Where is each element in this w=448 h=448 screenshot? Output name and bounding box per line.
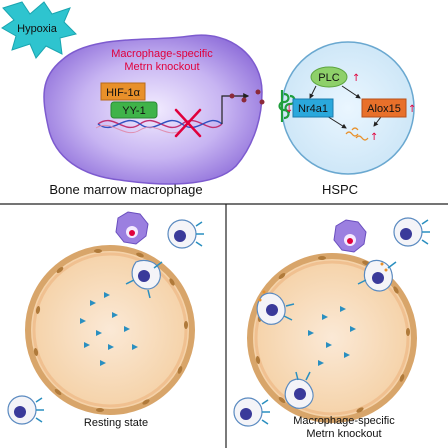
dna-helix [95, 119, 223, 134]
yy1-box [110, 101, 158, 119]
niche-hspc-icon [125, 259, 163, 299]
hif-label: HIF-1α [106, 87, 141, 99]
bone-lining-cells-knockout [255, 256, 410, 413]
knockout-title-line2: Metrn knockout [124, 61, 199, 73]
egressing-hspc-left [256, 290, 295, 325]
knockout-caption-line1: Macrophage-specific [293, 415, 395, 427]
plc-label: PLC [318, 72, 339, 84]
hspc-triangles-knockout [308, 306, 356, 366]
receptor-icon [278, 90, 296, 122]
bottom-left-panel: Resting state [7, 211, 204, 429]
alox15-box [361, 98, 407, 118]
nr4a1-box [292, 98, 334, 118]
alox15-label: Alox15 [367, 103, 401, 115]
resting-state-caption: Resting state [84, 417, 148, 429]
nr4a1-down-arrow: ↓ [285, 104, 293, 115]
circulating-hspc-icon [7, 395, 44, 425]
macrophage-caption: Bone marrow macrophage [49, 182, 202, 197]
bone-lining-cells [33, 249, 188, 412]
plc-up-arrow: ↑ [352, 73, 360, 84]
egressing-hspc-top [357, 259, 397, 292]
hspc-cell-icon [167, 219, 204, 249]
macrophage-icon [115, 211, 149, 245]
marrow-cavity [25, 245, 195, 415]
macrophage-icon-knockout [333, 219, 367, 253]
hspc-triangles [80, 292, 138, 366]
knockout-x-mark [174, 108, 202, 138]
egressing-hspc-bottom [284, 371, 314, 409]
lipid-products-icon [345, 127, 369, 141]
transcription-arrow [221, 93, 250, 124]
knockout-title-line1: Macrophage-specific [111, 48, 213, 60]
top-panel: Hypoxia Macrophage-specific Metrn knocko… [1, 1, 416, 197]
hypoxia-star [1, 1, 77, 59]
circulating-hspc-icon-knockout [233, 397, 270, 427]
hspc-cell-icon-knockout [393, 217, 430, 247]
nr4a1-label: Nr4a1 [298, 103, 328, 115]
products-up-arrow: ↑ [370, 132, 378, 143]
hypoxia-label: Hypoxia [17, 23, 58, 35]
secreted-metrn-dots [229, 89, 265, 105]
bottom-right-panel: Macrophage-specific Metrn knockout [233, 217, 430, 440]
yy1-label: YY-1 [122, 105, 145, 117]
alox15-up-arrow: ↑ [408, 104, 416, 115]
hif-box [100, 82, 146, 101]
plc-oval [310, 66, 348, 88]
marrow-cavity-knockout [247, 253, 417, 423]
knockout-caption-line2: Metrn knockout [306, 428, 381, 440]
hspc-caption: HSPC [322, 182, 358, 197]
